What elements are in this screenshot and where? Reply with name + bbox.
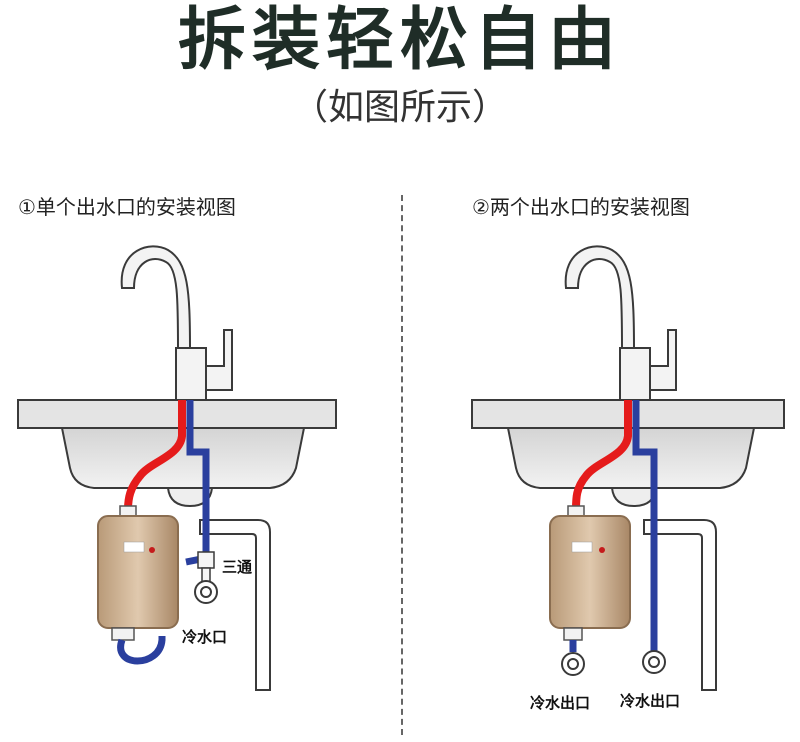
page-title: 拆装轻松自由 bbox=[177, 1, 622, 80]
tee-valve-knob-center bbox=[200, 586, 212, 598]
cold-return-hose bbox=[117, 636, 166, 665]
cold-inlet-label: 冷水口 bbox=[182, 628, 227, 646]
panel-1-caption: ①单个出水口的安装视图 bbox=[18, 195, 236, 219]
page-subtitle: （如图所示） bbox=[291, 87, 508, 128]
outlet-valve-icon-center bbox=[567, 658, 579, 670]
tee-valve-stem bbox=[201, 567, 211, 583]
outlet-valve-icon-2-center bbox=[648, 656, 660, 668]
heater-bottom-fitting-2 bbox=[563, 627, 583, 641]
water-heater-unit bbox=[97, 515, 179, 629]
drain-neck-2 bbox=[611, 487, 657, 508]
panel-1-diagram: 三通 冷水口 bbox=[17, 245, 337, 691]
faucet-base-2 bbox=[619, 347, 651, 401]
drain-pipe bbox=[199, 519, 271, 691]
outlet-b-label: 冷水出口 bbox=[620, 692, 680, 710]
faucet-handle bbox=[205, 329, 233, 391]
heater-indicator-light bbox=[149, 547, 155, 553]
tee-valve-icon bbox=[197, 551, 215, 569]
faucet-base bbox=[175, 347, 207, 401]
countertop bbox=[17, 399, 337, 429]
heater-logo-2 bbox=[571, 541, 593, 553]
sink-basin bbox=[60, 427, 306, 489]
cold-pipe-2 bbox=[632, 400, 658, 652]
drain-pipe-2 bbox=[643, 519, 717, 691]
water-heater-unit-2 bbox=[549, 515, 631, 629]
panel-2-diagram: 冷水出口 冷水出口 bbox=[471, 245, 785, 712]
heater-bottom-fitting bbox=[111, 627, 135, 641]
faucet-handle-2 bbox=[649, 329, 677, 391]
heater-indicator-light-2 bbox=[599, 547, 605, 553]
heater-logo bbox=[123, 541, 145, 553]
hot-pipe-2 bbox=[572, 400, 632, 511]
panel-2-caption: ②两个出水口的安装视图 bbox=[472, 195, 690, 219]
hot-pipe bbox=[124, 400, 186, 511]
panel-divider bbox=[401, 195, 403, 735]
tee-label: 三通 bbox=[222, 558, 252, 576]
sink-basin-2 bbox=[506, 427, 756, 489]
outlet-a-label: 冷水出口 bbox=[530, 694, 590, 712]
